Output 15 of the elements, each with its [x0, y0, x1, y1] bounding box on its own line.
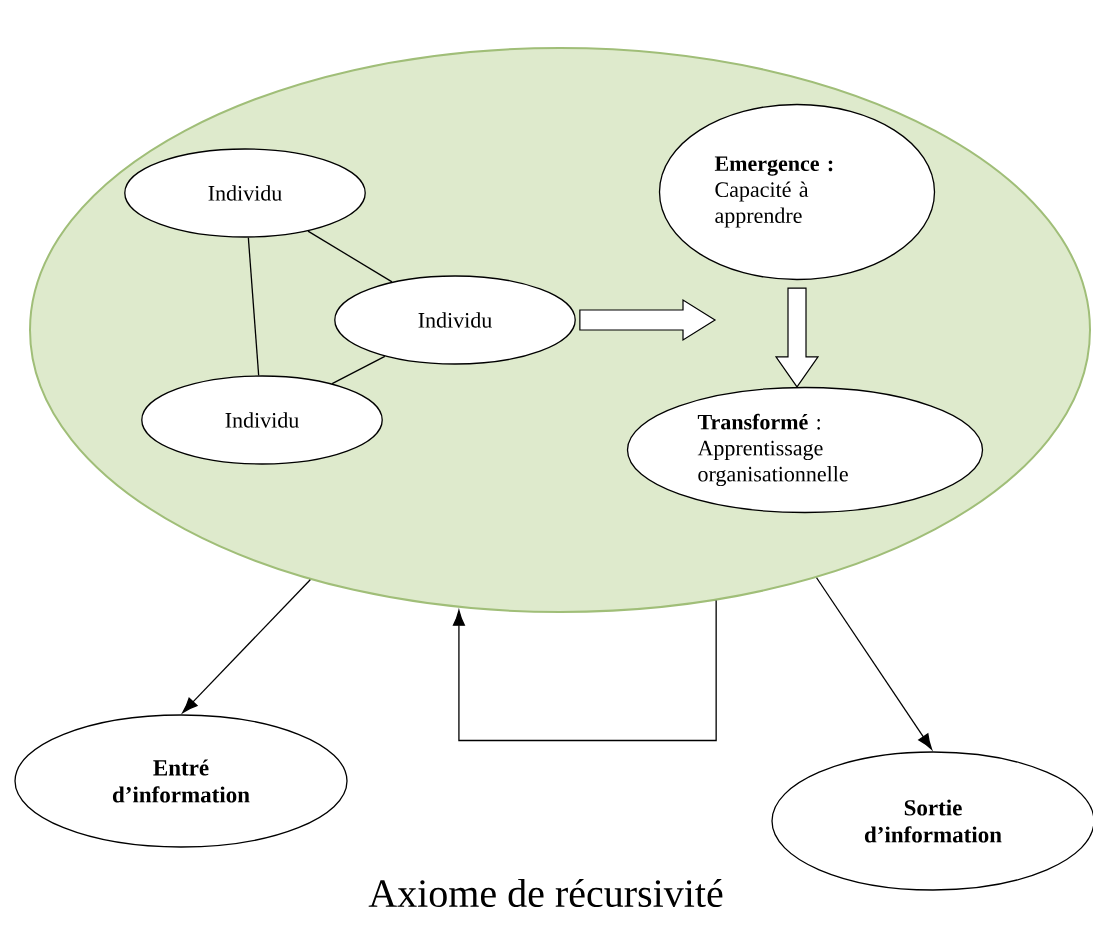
block-arrow: [579, 298, 717, 342]
block-arrow: [774, 287, 820, 388]
ellipse-node: Individu: [141, 375, 383, 465]
ellipse-node: Emergence : Capacité à apprendre: [658, 103, 936, 281]
loop-arrow: [452, 599, 717, 742]
arrow: [182, 579, 311, 713]
caption: Axiome de récursivité: [368, 878, 723, 908]
ellipse-node: Entré d’information: [14, 714, 348, 848]
connector-line: [247, 237, 260, 376]
ellipse-node: Individu: [124, 148, 366, 238]
connector-line: [331, 355, 386, 385]
connector-line: [307, 230, 393, 283]
ellipse-node: Transformé : Apprentissage organisationnelle: [626, 386, 984, 514]
ellipse-node: Individu: [334, 275, 576, 365]
arrow: [815, 577, 933, 750]
